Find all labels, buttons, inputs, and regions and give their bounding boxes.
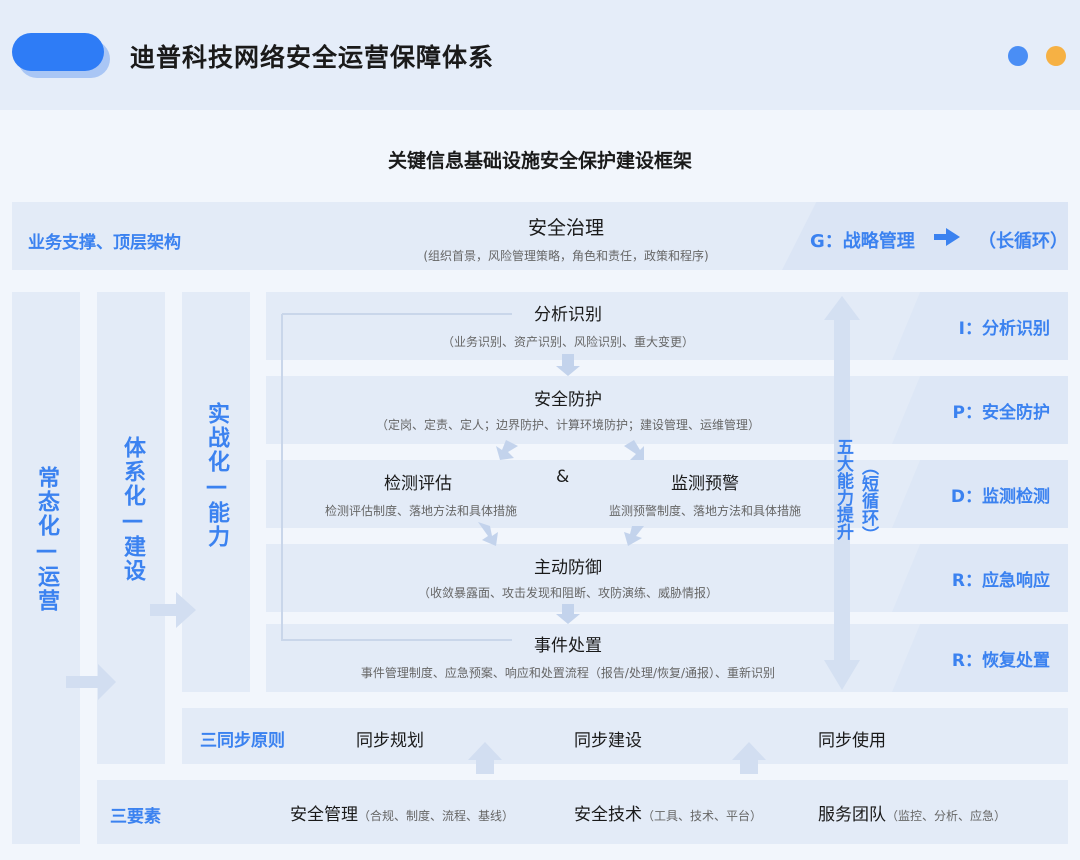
governance-subtitle: (组织首景，风险管理策略，角色和责任，政策和程序): [423, 249, 709, 263]
five-ability-label: 五大能力提升: [833, 438, 853, 540]
column-ops-label: 常态化—运营: [34, 466, 59, 613]
arrow-up-sync1-icon: [468, 742, 502, 774]
column-combat: [182, 292, 250, 692]
sync-use: 同步使用: [818, 731, 886, 751]
element-management-sub: （合规、制度、流程、基线）: [358, 809, 515, 823]
orange-dot-icon: [1046, 46, 1066, 66]
arrow-right-col1-icon: [66, 664, 116, 700]
arrow-up-sync2-icon: [732, 742, 766, 774]
column-system-label: 体系化—建设: [120, 436, 145, 583]
arrow-right-col2-icon: [150, 592, 196, 628]
ampersand: &: [556, 467, 570, 487]
tag-detect: D：监测检测: [892, 460, 1068, 528]
sync-row-block: [182, 708, 1068, 764]
sync-build: 同步建设: [574, 731, 642, 751]
five-ability-arrow-icon: [824, 296, 860, 690]
arrow-down-3a-icon: [478, 522, 498, 546]
header-bar: [0, 0, 1080, 110]
element-technology-title: 安全技术: [574, 805, 642, 825]
incident-subtitle: 事件管理制度、应急预案、响应和处置流程（报告/处理/恢复/通报）、重新识别: [360, 666, 776, 680]
governance-title: 安全治理: [527, 217, 604, 239]
sync-row-label: 三同步原则: [200, 731, 285, 751]
element-technology-sub: （工具、技术、平台）: [642, 809, 763, 823]
element-team-sub: （监控、分析、应急）: [886, 809, 1007, 823]
element-technology: 安全技术（工具、技术、平台）: [574, 800, 762, 825]
element-management: 安全管理（合规、制度、流程、基线）: [290, 800, 514, 825]
incident-title: 事件处置: [534, 636, 602, 656]
identify-subtitle: （业务识别、资产识别、风险识别、重大变更）: [441, 335, 694, 349]
protect-title: 安全防护: [534, 390, 602, 410]
monitor-title: 监测预警: [671, 474, 739, 494]
defense-title: 主动防御: [534, 558, 602, 578]
tag-identify: I：分析识别: [892, 292, 1068, 360]
assess-subtitle: 检测评估制度、落地方法和具体措施: [324, 504, 517, 518]
assess-title: 检测评估: [384, 474, 452, 494]
identify-title: 分析识别: [534, 305, 602, 325]
defense-subtitle: （收敛暴露面、攻击发现和阻断、攻防演练、威胁情报）: [417, 586, 718, 600]
tag-protect: P：安全防护: [892, 376, 1068, 444]
arrow-down-2a-icon: [496, 440, 518, 460]
long-cycle-label: （长循环）: [978, 231, 1068, 252]
arrow-down-2b-icon: [624, 440, 644, 460]
strategy-label: G：战略管理: [810, 231, 915, 252]
tag-recover: R：恢复处置: [892, 624, 1068, 692]
tag-respond: R：应急响应: [892, 544, 1068, 612]
title-pill-icon: [12, 33, 104, 71]
frame-title: 关键信息基础设施安全保护建设框架: [387, 150, 692, 172]
elements-row-label: 三要素: [110, 807, 161, 827]
column-combat-label: 实战化—能力: [204, 402, 229, 549]
top-row-label: 业务支撑、顶层架构: [28, 233, 181, 253]
strategy-arrow-icon: [934, 228, 960, 246]
arrow-down-1-icon: [556, 354, 580, 376]
element-management-title: 安全管理: [290, 805, 358, 825]
protect-subtitle: （定岗、定责、定人；边界防护、计算环境防护；建设管理、运维管理）: [375, 418, 760, 432]
page-title: 迪普科技网络安全运营保障体系: [130, 43, 495, 72]
strategy-tag-bg: [782, 202, 1068, 270]
element-team: 服务团队（监控、分析、应急）: [818, 800, 1006, 825]
short-cycle-label: （短循环）: [858, 458, 878, 543]
column-ops: [12, 292, 80, 844]
sync-plan: 同步规划: [356, 731, 424, 751]
feedback-loop-line: [281, 314, 512, 641]
arrow-down-3b-icon: [624, 526, 644, 546]
arrow-down-4-icon: [556, 604, 580, 624]
elements-row-block: [97, 780, 1068, 844]
monitor-subtitle: 监测预警制度、落地方法和具体措施: [608, 504, 801, 518]
element-team-title: 服务团队: [818, 805, 886, 825]
blue-dot-icon: [1008, 46, 1028, 66]
